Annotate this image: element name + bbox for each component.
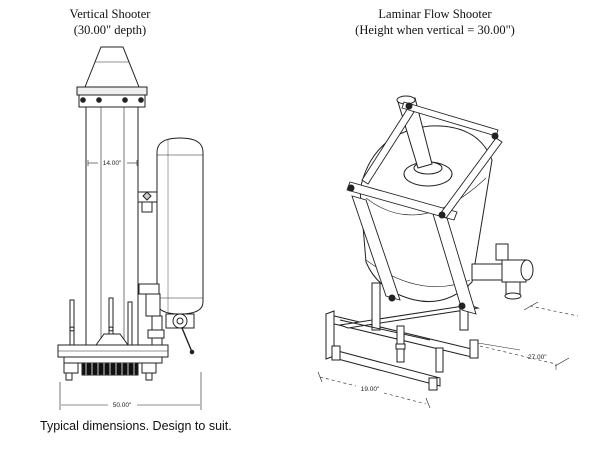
vertical-shooter-subtitle: (30.00" depth) (73, 23, 147, 37)
laminar-shooter-title: Laminar Flow Shooter (378, 7, 492, 21)
dim-label-14: 14.00" (103, 160, 122, 167)
vertical-shooter-heading: Vertical Shooter (30.00" depth) (40, 6, 180, 38)
dim-label-27: 27.00" (528, 354, 547, 361)
side-tank (156, 137, 204, 315)
laminar-shooter-drawing (317, 95, 579, 409)
vertical-shooter-title: Vertical Shooter (69, 7, 151, 21)
figure-caption: Typical dimensions. Design to suit. (40, 419, 232, 433)
frame-bolts (347, 102, 499, 310)
nose-cone (84, 46, 140, 88)
flange-bolts (80, 97, 144, 103)
laminar-shooter-subtitle: (Height when vertical = 30.00") (355, 23, 515, 37)
dim-label-50: 50.00" (113, 402, 132, 409)
laminar-shooter-heading: Laminar Flow Shooter (Height when vertic… (330, 6, 540, 38)
vertical-shooter-drawing (57, 46, 204, 410)
top-flange (76, 86, 148, 96)
dim-label-19: 19.00" (361, 386, 380, 393)
